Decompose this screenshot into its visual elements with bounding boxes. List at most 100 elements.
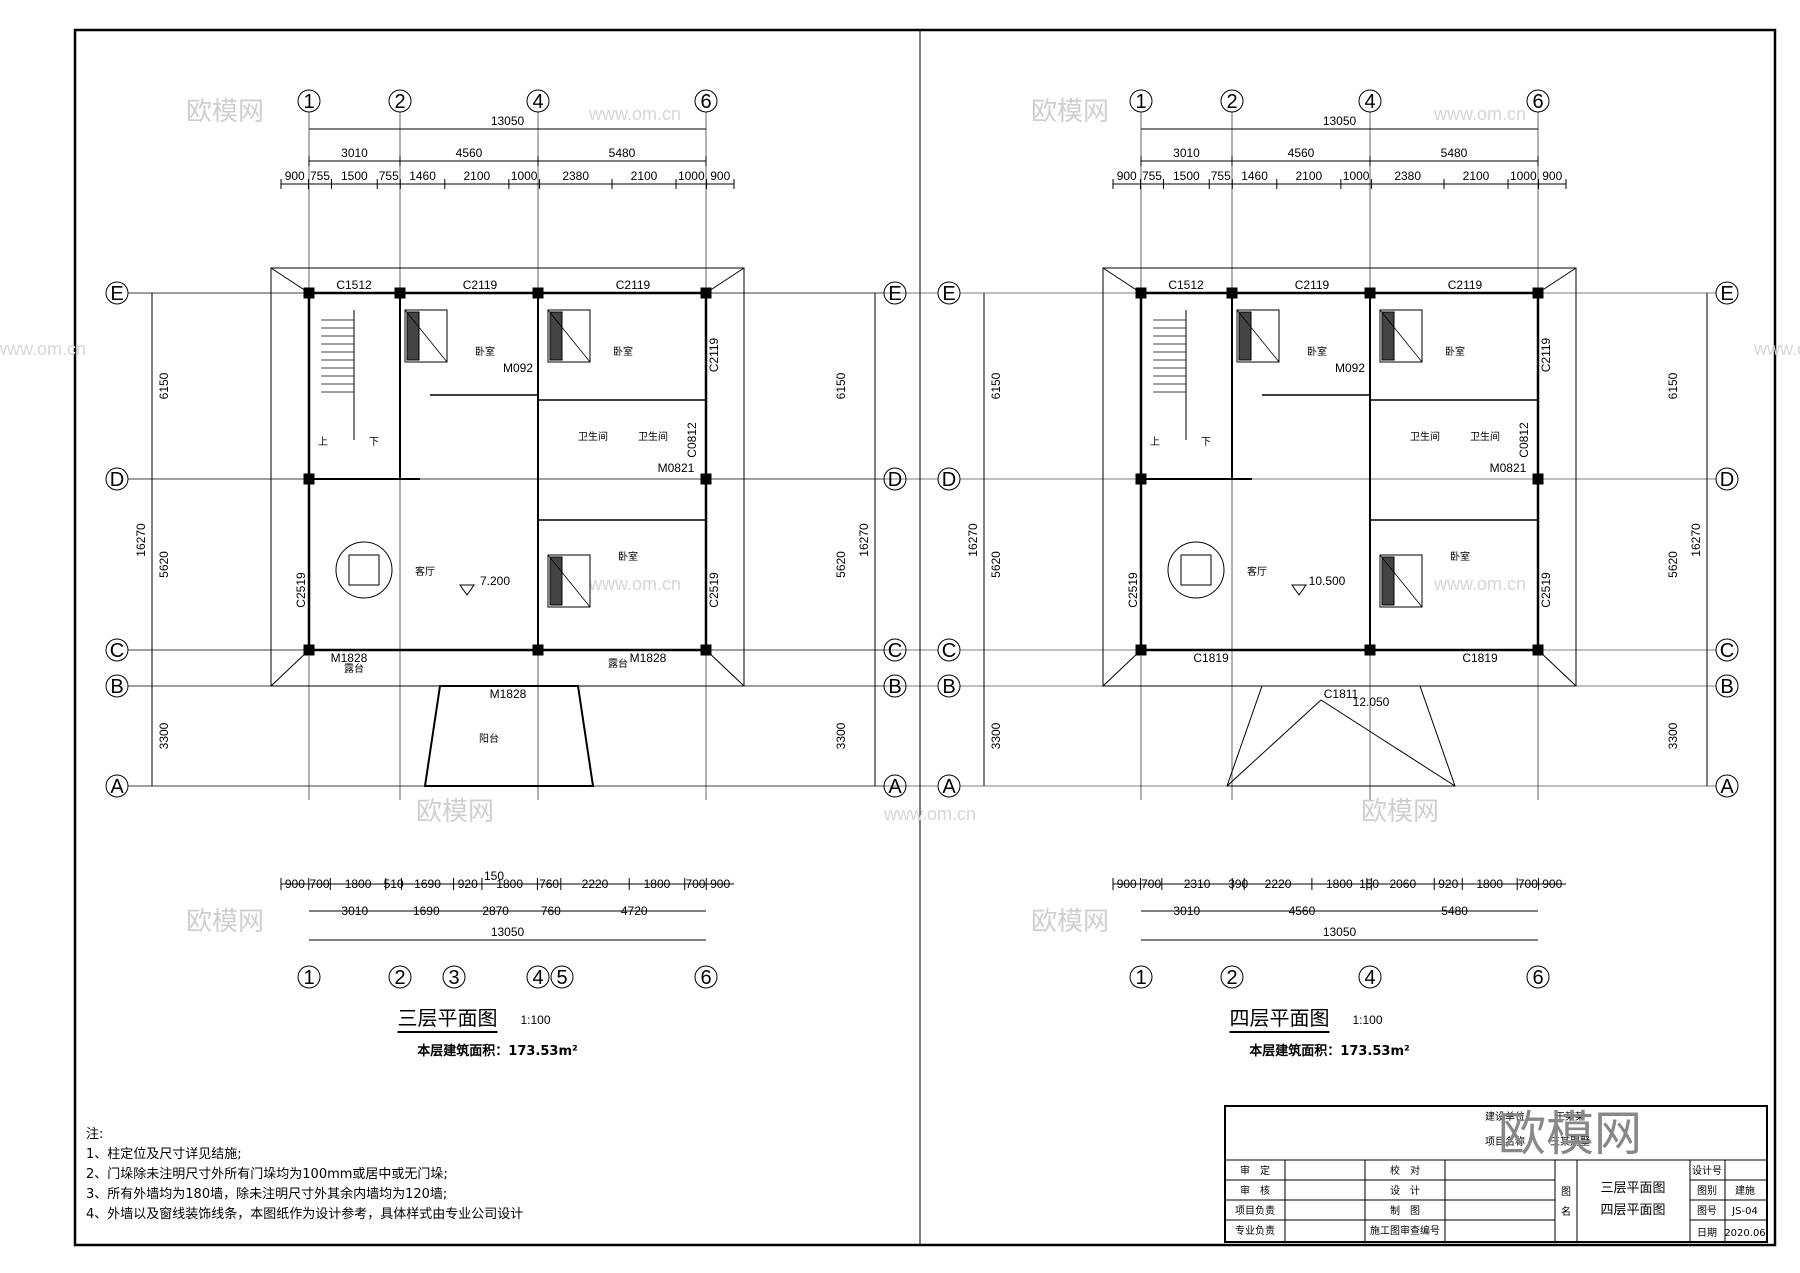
- balcony: [423, 685, 595, 787]
- dim-bottom-detail: 700: [1141, 877, 1161, 891]
- axis-label: D: [1720, 469, 1734, 491]
- dim-side: 3300: [1666, 722, 1680, 749]
- watermark-brand-large: 欧模网: [1498, 1106, 1642, 1162]
- room-living: 客厅: [415, 565, 435, 578]
- dim-bottom-axis: 4720: [621, 904, 648, 918]
- roof-hip: [270, 649, 310, 687]
- column: [1135, 644, 1147, 656]
- room-terrace: 露台: [344, 662, 364, 675]
- plan-scale: 1:100: [520, 1013, 550, 1027]
- dim-side: 3300: [989, 722, 1003, 749]
- axis-bubble: [1220, 89, 1244, 113]
- roof-hip: [1226, 699, 1322, 787]
- dim-bottom-detail: 2060: [1389, 877, 1416, 891]
- dim-side: 6150: [989, 372, 1003, 399]
- roof-eave-outline: [270, 267, 745, 687]
- axis-label: 6: [1532, 91, 1543, 113]
- dim-bottom-detail: 1800: [644, 877, 671, 891]
- dim-bottom-detail: 510: [384, 877, 404, 891]
- dim-top-detail: 1000: [678, 169, 705, 183]
- axis-label: 2: [1226, 91, 1237, 113]
- dim-bottom-detail: 2310: [1184, 877, 1211, 891]
- title-block: [1224, 1105, 1768, 1243]
- tb-right-value: 建施: [1735, 1184, 1755, 1197]
- axis-label: A: [1720, 776, 1734, 798]
- bed-cover: [547, 554, 591, 608]
- bed-cover: [1379, 309, 1423, 363]
- dim-bottom-detail: 1800: [1326, 877, 1353, 891]
- dim-bottom-axis: 1690: [413, 904, 440, 918]
- sheet-border: [73, 28, 1777, 1247]
- axis-label: D: [942, 469, 956, 491]
- watermark-site: www.om.cn: [1753, 339, 1800, 359]
- dim-total-side: 16270: [134, 523, 148, 557]
- dim-bottom-detail: 900: [710, 877, 730, 891]
- tb-name-label: 名: [1561, 1205, 1571, 1218]
- roof-hip: [705, 267, 745, 294]
- axis-bubble: [1715, 638, 1739, 662]
- dim-bottom-axis: 2870: [482, 904, 509, 918]
- dim-total-side: 16270: [966, 523, 980, 557]
- dim-side: 3300: [834, 722, 848, 749]
- area-label: 本层建筑面积：173.53m²: [1249, 1043, 1409, 1059]
- axis-bubble: [694, 965, 718, 989]
- elevation-label: 10.500: [1309, 574, 1346, 588]
- tb-project: 王某别墅: [1550, 1136, 1590, 1148]
- axis-bubble: [550, 965, 574, 989]
- dim-top-detail: 1460: [1241, 169, 1268, 183]
- watermark-brand: 欧模网: [1361, 797, 1439, 827]
- bed-pillow: [549, 556, 563, 606]
- dim-total-side: 16270: [1689, 523, 1703, 557]
- axis-bubble: [297, 965, 321, 989]
- dim-top-detail: 1000: [511, 169, 538, 183]
- axis-label: E: [888, 283, 901, 305]
- dim-top-detail: 2100: [463, 169, 490, 183]
- watermark-brand: 欧模网: [186, 907, 264, 937]
- axis-bubble: [937, 674, 961, 698]
- watermark-brand: 欧模网: [1031, 97, 1109, 127]
- dim-top-axis: 3010: [341, 146, 368, 160]
- axis-label: 6: [700, 967, 711, 989]
- roof-hip: [1102, 649, 1142, 687]
- axis-bubble: [1715, 467, 1739, 491]
- dim-total-side: 16270: [857, 523, 871, 557]
- plan-title: 三层平面图: [398, 1006, 498, 1030]
- dim-bottom-axis: 4560: [1289, 904, 1316, 918]
- window-label: C2519: [707, 572, 721, 608]
- dim-bottom-detail: 150: [1359, 877, 1379, 891]
- tb-role: 施工图审查编号: [1370, 1224, 1440, 1237]
- window-label: C2119: [1448, 278, 1483, 292]
- dim-top-detail: 2100: [1463, 169, 1490, 183]
- coffee-table: [348, 554, 380, 586]
- tb-right-label: 图别: [1697, 1185, 1717, 1197]
- window-label: C2119: [616, 278, 651, 292]
- dim-top-detail: 2100: [631, 169, 658, 183]
- bed: [1379, 309, 1423, 363]
- watermark-brand: 欧模网: [1031, 907, 1109, 937]
- dim-note: 150: [484, 869, 504, 883]
- tb-project-label: 项目名称: [1485, 1135, 1525, 1148]
- dim-top-detail: 755: [310, 169, 330, 183]
- dim-top-detail: 755: [1142, 169, 1162, 183]
- axis-bubble: [694, 89, 718, 113]
- tb-right-value: JS-04: [1731, 1206, 1758, 1217]
- porch-roof: [1226, 685, 1456, 787]
- stair-down: 下: [369, 437, 379, 448]
- axis-bubble: [937, 281, 961, 305]
- roof-hip: [270, 267, 310, 294]
- axis-bubble: [1358, 965, 1382, 989]
- watermark-site: www.om.cn: [588, 104, 681, 124]
- axis-label: B: [942, 676, 955, 698]
- dim-bottom-detail: 2220: [582, 877, 609, 891]
- dim-bottom-detail: 2220: [1265, 877, 1292, 891]
- tb-role: 项目负责: [1235, 1204, 1275, 1217]
- door-label: M1828: [630, 651, 667, 665]
- watermark-site: www.om.cn: [588, 574, 681, 594]
- bed-cover: [1379, 554, 1423, 608]
- axis-bubble: [1129, 965, 1153, 989]
- dim-total-top: 13050: [1323, 114, 1357, 128]
- roof-eave-outline: [1102, 267, 1577, 687]
- elevation-marker: [1291, 584, 1307, 596]
- watermark-brand: 欧模网: [416, 797, 494, 827]
- dim-side: 6150: [1666, 372, 1680, 399]
